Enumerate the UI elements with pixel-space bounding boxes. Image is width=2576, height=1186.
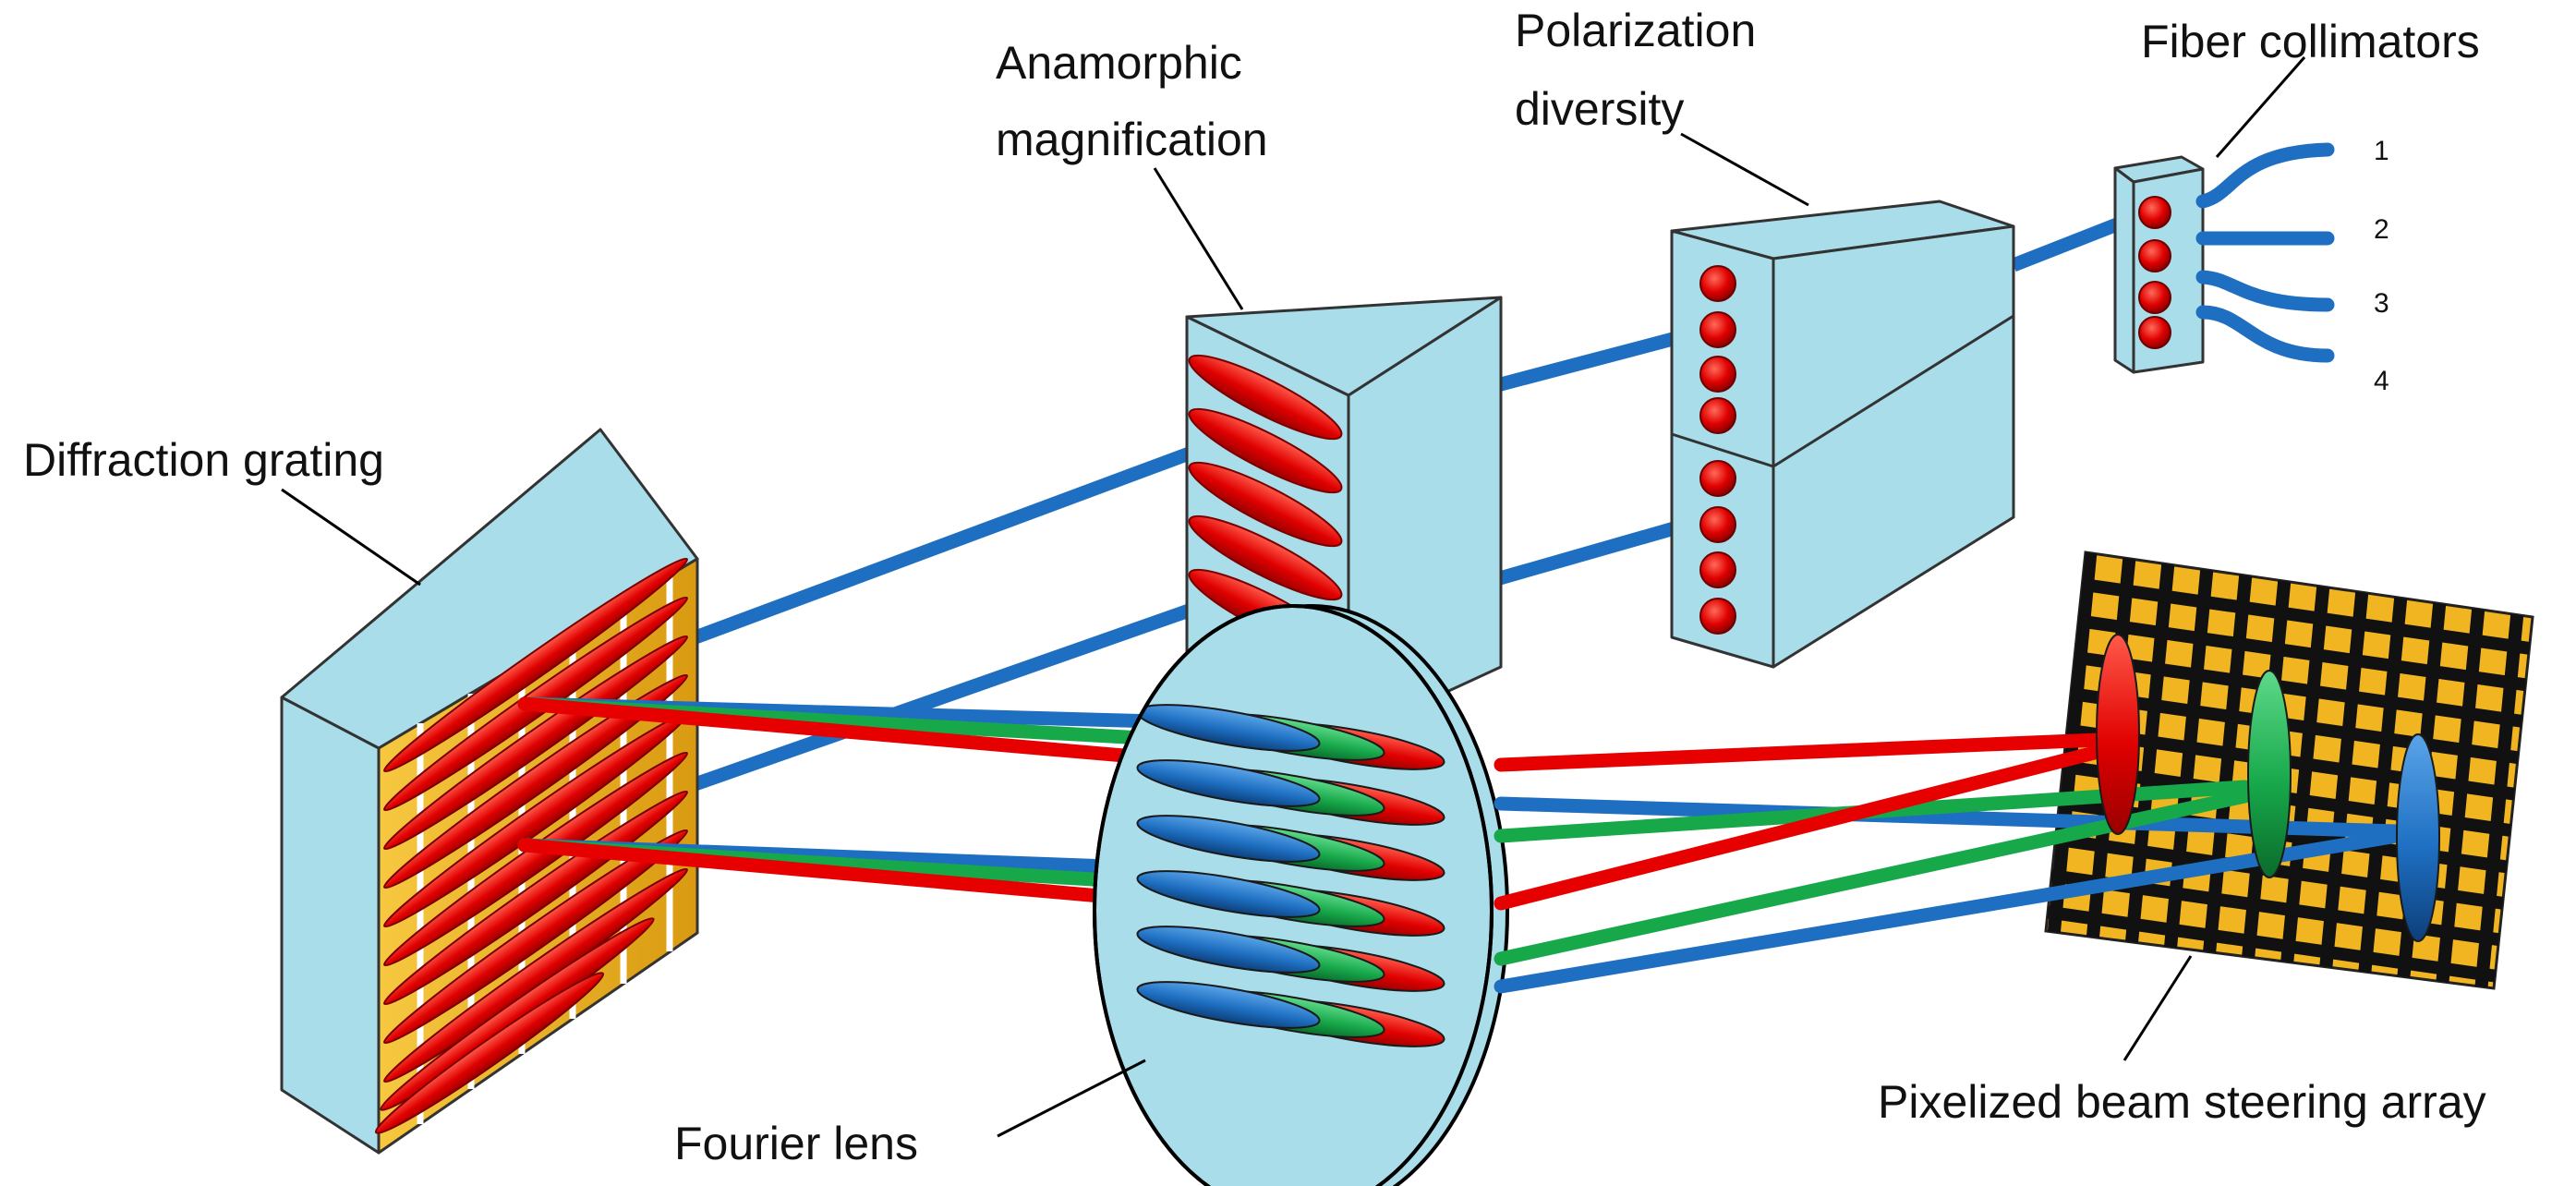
label-anamorphic-line2: magnification (996, 114, 1268, 165)
label-diffraction-grating: Diffraction grating (23, 434, 384, 486)
fiber-port-3: 3 (2374, 288, 2389, 319)
fourier-lens (1093, 604, 1509, 1186)
polarization-block (1670, 200, 2015, 669)
fiber-port-1: 1 (2374, 136, 2389, 166)
label-polarization-line1: Polarization (1515, 5, 1756, 56)
label-polarization-line2: diversity (1515, 83, 1684, 135)
label-anamorphic-line1: Anamorphic (996, 37, 1242, 89)
fiber-port-2: 2 (2374, 214, 2389, 245)
fiber-port-4: 4 (2374, 366, 2389, 396)
label-fiber-collimators: Fiber collimators (2141, 16, 2480, 67)
label-beam-steering-array: Pixelized beam steering array (1878, 1076, 2486, 1128)
diffraction-grating (280, 428, 699, 1155)
fiber-collimators (2113, 142, 2335, 374)
leader-lines (281, 56, 2306, 1138)
label-fourier-lens: Fourier lens (674, 1118, 918, 1169)
array-spots (2096, 634, 2440, 942)
